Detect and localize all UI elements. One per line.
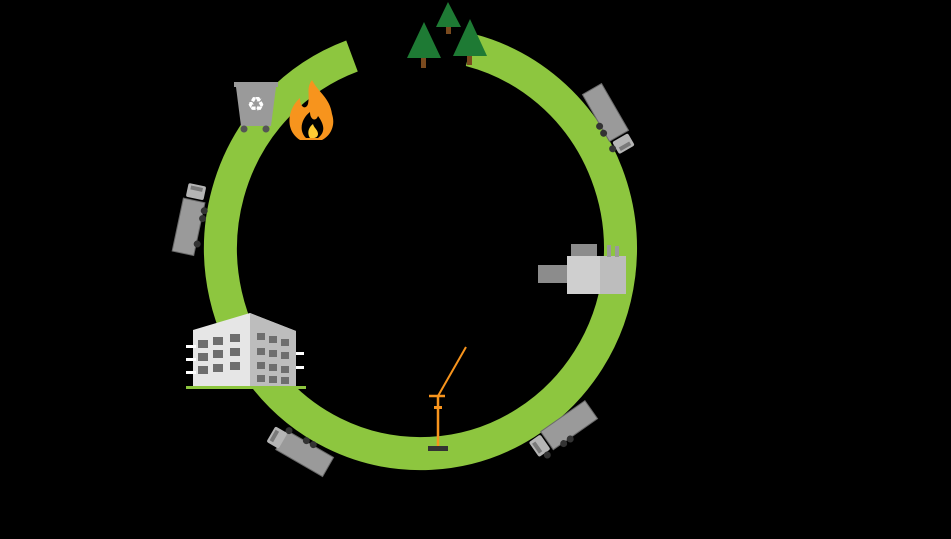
truck-icon xyxy=(267,426,335,478)
building-icon xyxy=(186,313,306,389)
factory-icon xyxy=(538,244,626,294)
recycle-symbol-icon: ♻ xyxy=(247,92,265,116)
lifecycle-ring xyxy=(203,34,637,471)
forest-icon xyxy=(407,2,487,68)
truck-icon xyxy=(581,82,635,154)
fire-icon xyxy=(289,80,334,140)
truck-icon xyxy=(171,183,208,257)
recycling-bin-icon: ♻ xyxy=(234,82,278,133)
truck-icon xyxy=(529,399,599,459)
construction-crane-icon xyxy=(428,346,467,451)
